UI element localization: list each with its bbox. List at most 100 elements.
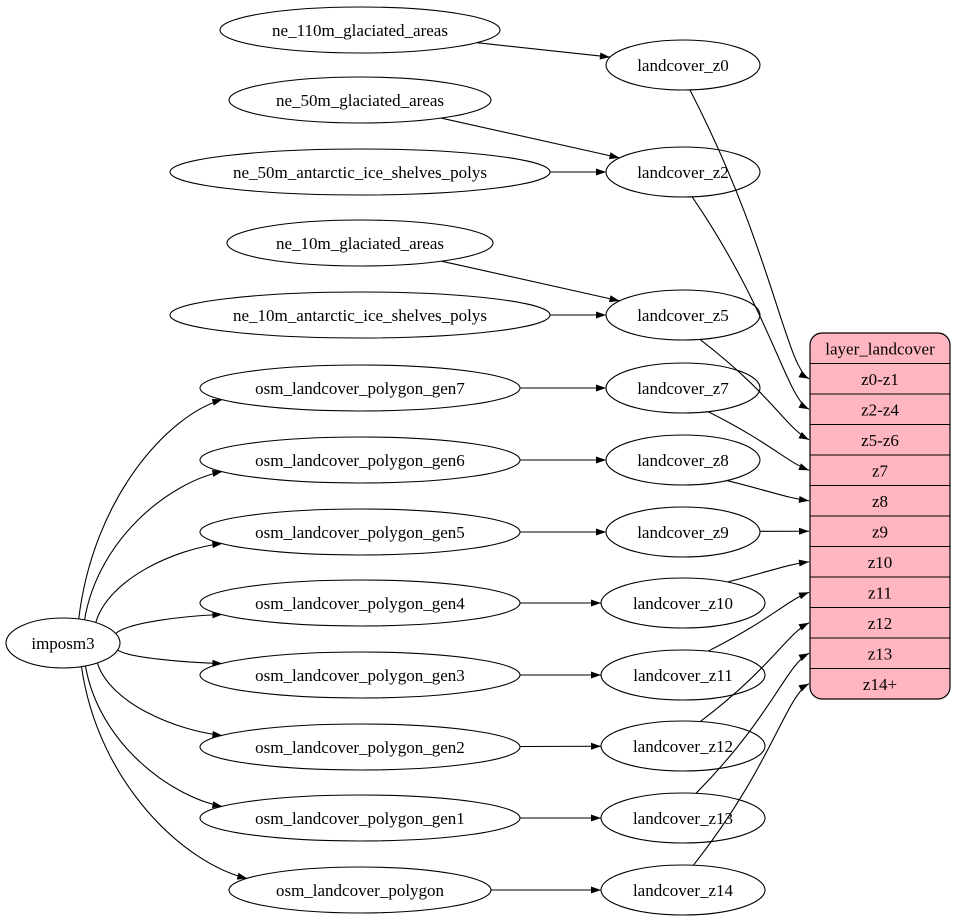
edge-landcover_z8-to-row-z8 (726, 480, 810, 502)
node-landcover_z5: landcover_z5 (605, 289, 761, 341)
table-row-z7: z7 (872, 461, 889, 480)
table-row-z14+: z14+ (863, 675, 897, 694)
ne_50m_glaciated_areas-shape (228, 76, 492, 124)
table-row-z2-z4: z2-z4 (861, 400, 899, 419)
landcover_z7-label: landcover_z7 (637, 379, 729, 398)
edge-landcover_z14-to-row-z14+ (693, 683, 810, 866)
edge-landcover_z9-to-row-z9-arrowhead (798, 527, 809, 535)
edge-imposm3-to-osm_landcover_polygon_gen7-arrowhead (211, 398, 223, 406)
node-landcover_z2: landcover_z2 (605, 146, 761, 198)
edge-landcover_z5-to-row-z5-z6-arrowhead (798, 432, 809, 440)
edge-landcover_z0-to-row-z0-z1 (689, 89, 810, 380)
ne_50m_glaciated_areas-label: ne_50m_glaciated_areas (276, 91, 444, 110)
edge-osm_landcover_polygon_gen4-to-landcover_z10-arrowhead (591, 599, 601, 607)
node-imposm3: imposm3 (5, 617, 121, 669)
edge-imposm3-to-osm_landcover_polygon_gen4-arrowhead (212, 611, 223, 619)
node-osm_landcover_polygon_gen3: osm_landcover_polygon_gen3 (199, 651, 521, 699)
table-row-z0-z1: z0-z1 (861, 370, 899, 389)
edge-osm_landcover_polygon_gen7-to-landcover_z7-arrowhead (596, 384, 606, 392)
ne_110m_glaciated_areas-shape (219, 6, 501, 54)
edge-ne_50m_antarctic_ice_shelves_polys-to-landcover_z2-arrowhead (596, 168, 606, 176)
node-landcover_z8: landcover_z8 (605, 434, 761, 486)
ne_10m_glaciated_areas-shape (226, 219, 494, 267)
table-row-z5-z6: z5-z6 (861, 431, 899, 450)
node-landcover_z14: landcover_z14 (600, 864, 766, 916)
osm_landcover_polygon_gen1-label: osm_landcover_polygon_gen1 (255, 809, 465, 828)
table-row-z12: z12 (868, 614, 893, 633)
node-osm_landcover_polygon_gen5: osm_landcover_polygon_gen5 (199, 508, 521, 556)
node-ne_10m_antarctic_ice_shelves_polys: ne_10m_antarctic_ice_shelves_polys (169, 291, 551, 339)
landcover_z5-label: landcover_z5 (637, 306, 729, 325)
landcover_z12-label: landcover_z12 (633, 737, 733, 756)
node-osm_landcover_polygon: osm_landcover_polygon (228, 866, 492, 914)
osm_landcover_polygon_gen3-label: osm_landcover_polygon_gen3 (255, 666, 465, 685)
edge-landcover_z12-to-row-z12-arrowhead (798, 622, 809, 631)
osm_landcover_polygon_gen2-label: osm_landcover_polygon_gen2 (255, 738, 465, 757)
osm_landcover_polygon_gen5-label: osm_landcover_polygon_gen5 (255, 523, 465, 542)
landcover_z8-label: landcover_z8 (637, 451, 729, 470)
edge-imposm3-to-osm_landcover_polygon_gen5 (95, 542, 223, 623)
edge-osm_landcover_polygon_gen5-to-landcover_z9-arrowhead (596, 528, 606, 536)
node-landcover_z0: landcover_z0 (605, 39, 761, 91)
landcover_z13-label: landcover_z13 (633, 809, 733, 828)
edge-landcover_z10-to-row-z10 (727, 561, 810, 583)
table-layer-landcover: layer_landcoverz0-z1z2-z4z5-z6z7z8z9z10z… (809, 332, 951, 700)
edge-imposm3-to-osm_landcover_polygon_gen2-arrowhead (212, 730, 223, 738)
landcover_z0-shape (605, 39, 761, 91)
table-row-z13: z13 (868, 644, 893, 663)
edge-ne_10m_antarctic_ice_shelves_polys-to-landcover_z5-arrowhead (596, 311, 606, 319)
edge-ne_10m_glaciated_areas-to-landcover_z5 (441, 260, 620, 302)
edge-ne_50m_glaciated_areas-to-landcover_z2-arrowhead (608, 152, 620, 160)
node-ne_110m_glaciated_areas: ne_110m_glaciated_areas (219, 6, 501, 54)
edge-imposm3-to-osm_landcover_polygon_gen6 (83, 470, 223, 620)
ne_110m_glaciated_areas-label: ne_110m_glaciated_areas (272, 21, 448, 40)
ne_10m_glaciated_areas-label: ne_10m_glaciated_areas (276, 234, 444, 253)
osm_landcover_polygon_gen6-label: osm_landcover_polygon_gen6 (255, 451, 465, 470)
landcover_z2-label: landcover_z2 (637, 163, 729, 182)
ne_10m_antarctic_ice_shelves_polys-label: ne_10m_antarctic_ice_shelves_polys (233, 306, 487, 325)
imposm3-shape (5, 617, 121, 669)
node-osm_landcover_polygon_gen2: osm_landcover_polygon_gen2 (199, 723, 521, 771)
edge-osm_landcover_polygon_gen2-to-landcover_z12-arrowhead (590, 742, 602, 750)
node-landcover_z13: landcover_z13 (600, 792, 766, 844)
node-landcover_z10: landcover_z10 (600, 577, 766, 629)
imposm3-label: imposm3 (31, 634, 94, 653)
node-ne_10m_glaciated_areas: ne_10m_glaciated_areas (226, 219, 494, 267)
edge-imposm3-to-osm_landcover_polygon (80, 666, 248, 880)
edge-ne_110m_glaciated_areas-to-landcover_z0-arrowhead (599, 52, 610, 60)
edge-osm_landcover_polygon_gen1-to-landcover_z13-arrowhead (591, 814, 601, 822)
osm_landcover_polygon_gen4-label: osm_landcover_polygon_gen4 (255, 594, 465, 613)
landcover_z0-label: landcover_z0 (637, 56, 729, 75)
edge-osm_landcover_polygon_gen3-to-landcover_z11-arrowhead (591, 671, 601, 679)
edge-imposm3-to-osm_landcover_polygon_gen6-arrowhead (211, 470, 223, 477)
edge-imposm3-to-osm_landcover_polygon_gen7 (78, 398, 223, 620)
landcover_z10-label: landcover_z10 (633, 594, 733, 613)
edge-landcover_z11-to-row-z11-arrowhead (798, 592, 809, 600)
edge-landcover_z10-to-row-z10-arrowhead (798, 559, 809, 567)
osm_landcover_polygon_gen7-label: osm_landcover_polygon_gen7 (255, 379, 465, 398)
node-ne_50m_antarctic_ice_shelves_polys: ne_50m_antarctic_ice_shelves_polys (169, 148, 551, 196)
edge-imposm3-to-osm_landcover_polygon_gen3 (117, 649, 223, 665)
landcover_z11-label: landcover_z11 (633, 666, 732, 685)
edge-imposm3-to-osm_landcover_polygon_gen4 (115, 613, 223, 634)
table-row-z11: z11 (868, 583, 892, 602)
edge-ne_10m_glaciated_areas-to-landcover_z5-arrowhead (608, 295, 620, 303)
edge-imposm3-to-osm_landcover_polygon_gen1-arrowhead (211, 801, 223, 809)
edge-imposm3-to-osm_landcover_polygon_gen2 (96, 662, 223, 737)
edge-ne_110m_glaciated_areas-to-landcover_z0 (476, 42, 611, 58)
edge-osm_landcover_polygon_gen6-to-landcover_z8-arrowhead (596, 456, 606, 464)
node-ne_50m_glaciated_areas: ne_50m_glaciated_areas (228, 76, 492, 124)
edge-ne_50m_glaciated_areas-to-landcover_z2 (440, 117, 620, 159)
node-landcover_z9: landcover_z9 (605, 506, 761, 558)
edge-landcover_z2-to-row-z2-z4-arrowhead (798, 401, 809, 410)
edge-imposm3-to-osm_landcover_polygon_gen5-arrowhead (212, 541, 223, 549)
node-landcover_z12: landcover_z12 (600, 720, 766, 772)
table-row-z8: z8 (872, 492, 888, 511)
table-title: layer_landcover (825, 339, 935, 358)
table-row-z9: z9 (872, 522, 888, 541)
edge-landcover_z8-to-row-z8-arrowhead (798, 495, 809, 503)
edge-landcover_z14-to-row-z14+-arrowhead (798, 683, 809, 692)
node-osm_landcover_polygon_gen4: osm_landcover_polygon_gen4 (199, 579, 521, 627)
